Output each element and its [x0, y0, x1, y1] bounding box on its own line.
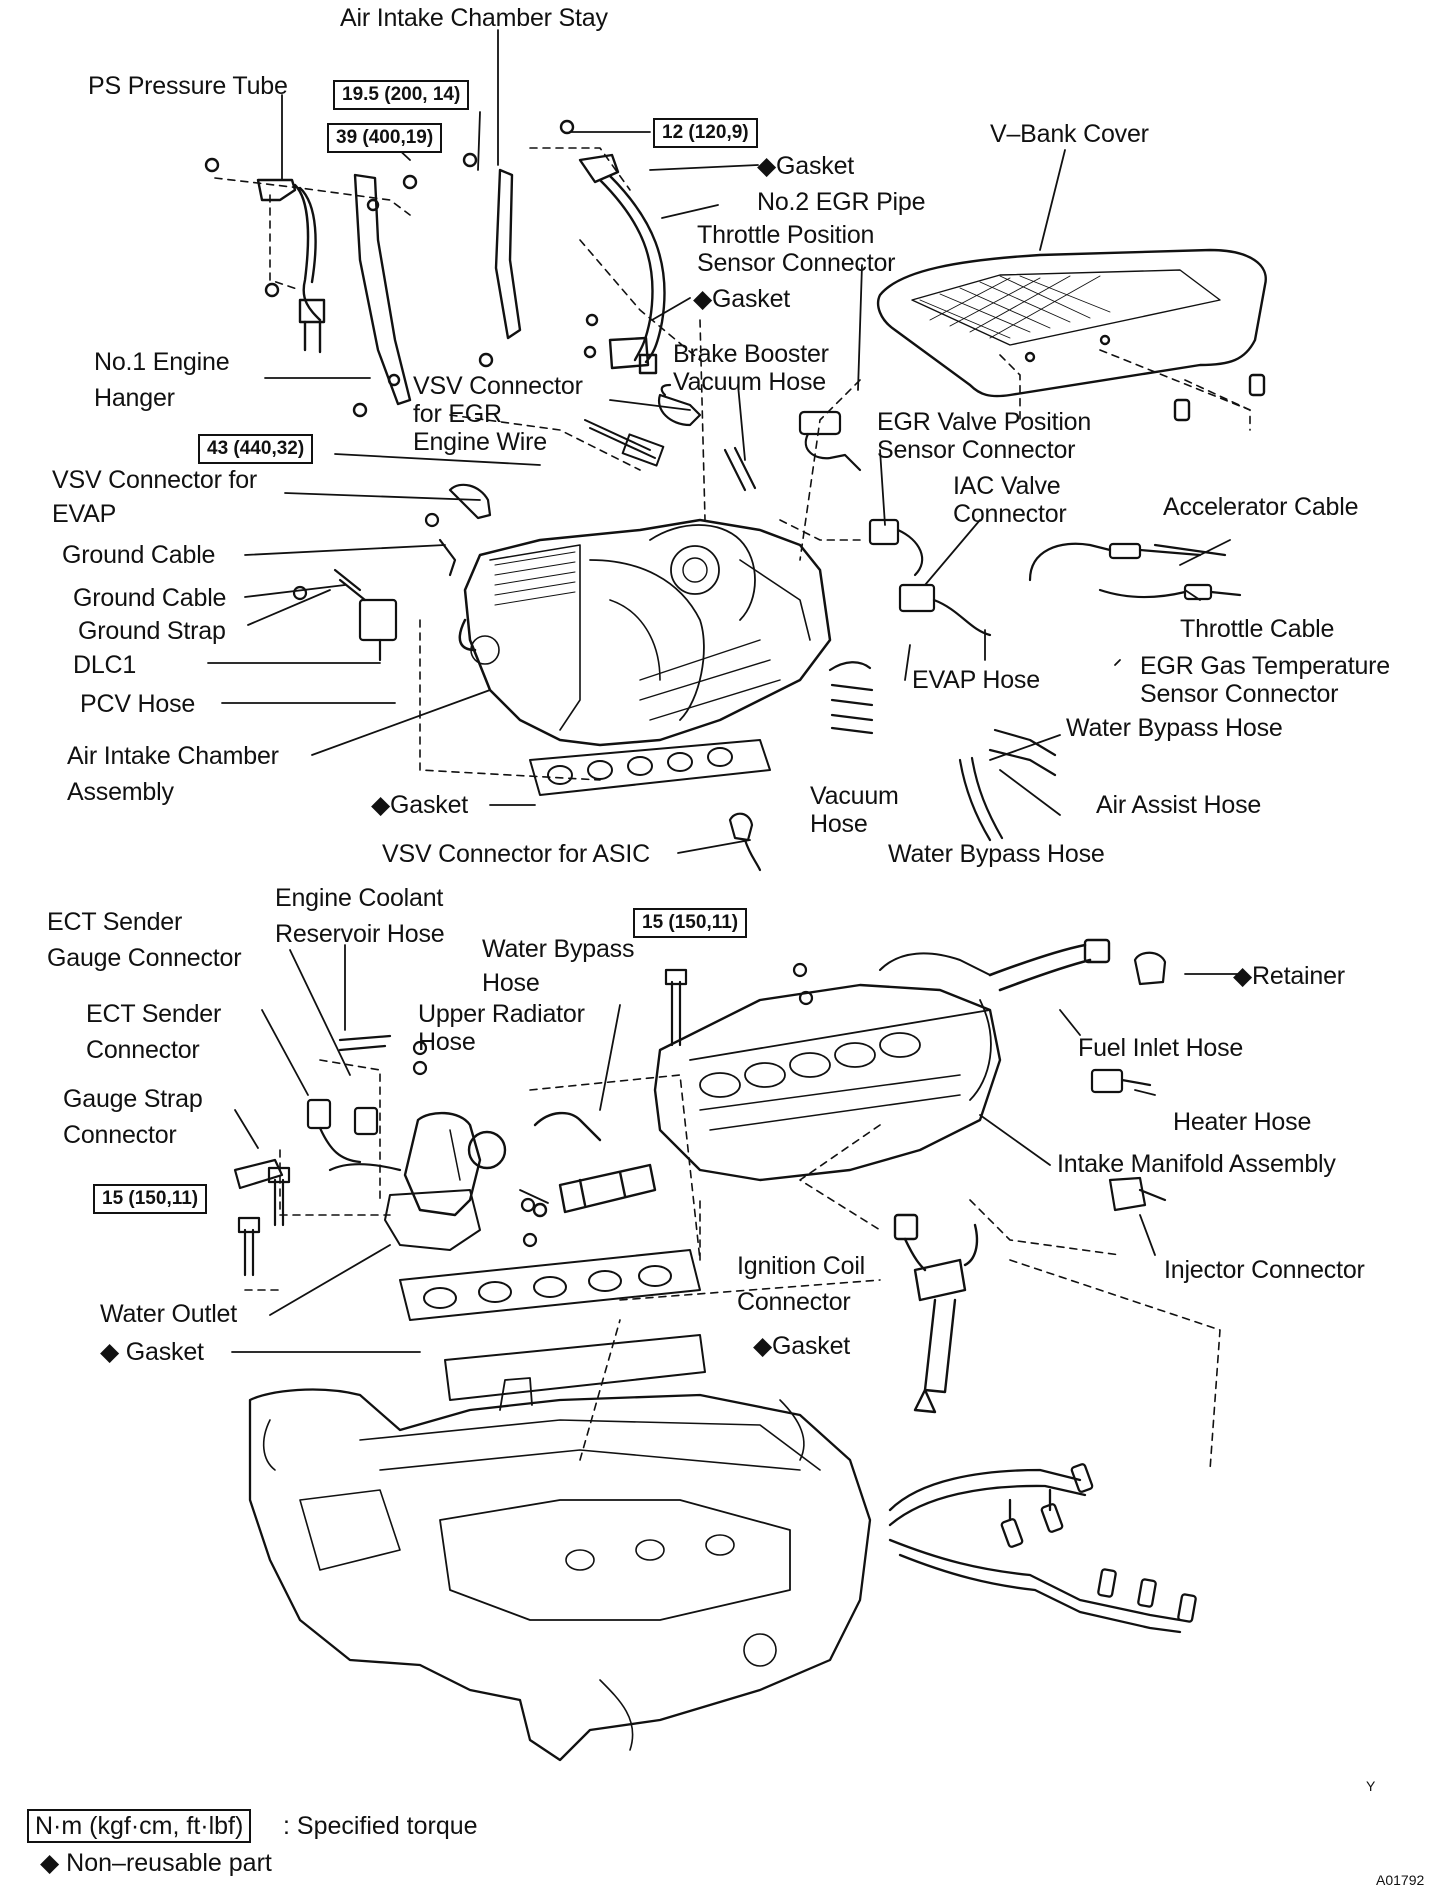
- torque-19-5: 19.5 (200, 14): [333, 80, 470, 110]
- label-heater-hose: Heater Hose: [1173, 1108, 1312, 1136]
- label-engine-coolant-reservoir-hose: Engine Coolant Reservoir Hose: [275, 884, 445, 948]
- bolts-middle: [237, 962, 814, 1277]
- ps-pressure-tube: [204, 157, 326, 354]
- vsv-connector-egr: [657, 383, 702, 427]
- egr-gas-temp-connector: [898, 583, 992, 637]
- egr-valve-position-connector: [798, 410, 862, 472]
- upper-radiator-hose: [532, 1111, 657, 1218]
- evap-hose-set: [828, 661, 874, 735]
- label-air-assist-hose: Air Assist Hose: [1096, 791, 1262, 819]
- label-vsv-connector-for-evap: VSV Connector for EVAP: [52, 466, 258, 528]
- label-ignition-coil-connector: Ignition Coil Connector: [737, 1252, 866, 1316]
- fuel-retainer: [1133, 951, 1167, 986]
- label-throttle-position-sensor-connector: Throttle Position Sensor Connector: [697, 221, 896, 277]
- leader-lines: [207, 29, 1241, 1353]
- torque-39: 39 (400,19): [327, 123, 443, 153]
- engine-wire: [584, 419, 665, 467]
- label-gasket-5: ◆Gasket: [753, 1332, 851, 1360]
- brake-booster-hose: [723, 446, 757, 492]
- label-ground-strap: Ground Strap: [78, 617, 226, 645]
- label-ect-sender-gauge-connector: ECT Sender Gauge Connector: [47, 908, 242, 972]
- v-bank-cover: [876, 248, 1267, 422]
- label-v-bank-cover: V–Bank Cover: [990, 120, 1149, 148]
- label-retainer: ◆Retainer: [1233, 962, 1345, 990]
- label-vsv-connector-for-asic: VSV Connector for ASIC: [382, 840, 650, 868]
- label-pcv-hose: PCV Hose: [80, 690, 196, 718]
- label-intake-manifold-assembly: Intake Manifold Assembly: [1057, 1150, 1336, 1178]
- no2-egr-pipe: [559, 119, 666, 375]
- torque-43: 43 (440,32): [198, 434, 314, 464]
- label-water-bypass-hose-2: Water Bypass Hose: [888, 840, 1105, 868]
- label-air-intake-chamber-assembly: Air Intake Chamber Assembly: [67, 742, 279, 806]
- vsv-asic-connector: [728, 812, 762, 872]
- label-upper-radiator-hose: Upper Radiator Hose: [418, 1000, 585, 1056]
- label-throttle-cable: Throttle Cable: [1180, 615, 1335, 643]
- label-dlc1: DLC1: [73, 651, 137, 679]
- engine-block: [248, 1377, 872, 1762]
- ect-connectors: [233, 1034, 402, 1190]
- water-outlet: [384, 1111, 507, 1251]
- iac-valve-connector: [868, 518, 924, 577]
- label-water-outlet: Water Outlet: [100, 1300, 237, 1328]
- label-ps-pressure-tube: PS Pressure Tube: [88, 72, 288, 100]
- label-egr-valve-position-sensor-connector: EGR Valve Position Sensor Connector: [877, 408, 1092, 464]
- injector-connector-part: [1108, 1176, 1167, 1212]
- label-injector-connector: Injector Connector: [1164, 1256, 1365, 1284]
- assembly-dashed-lines: [214, 147, 1251, 1471]
- water-bypass-hoses-right: [958, 728, 1057, 842]
- throttle-cable: [1098, 583, 1242, 601]
- label-water-bypass-hose-1: Water Bypass Hose: [1066, 714, 1283, 742]
- legend-torque-box: N·m (kgf·cm, ft·lbf): [27, 1809, 252, 1843]
- intake-manifold: [653, 938, 1111, 1182]
- label-accelerator-cable: Accelerator Cable: [1163, 493, 1359, 521]
- legend-nonreusable: ◆ Non–reusable part: [40, 1849, 272, 1877]
- no1-engine-hanger: [352, 173, 418, 418]
- label-gasket-2: ◆Gasket: [693, 285, 791, 313]
- label-fuel-inlet-hose: Fuel Inlet Hose: [1078, 1034, 1244, 1062]
- corner-y-mark: Y: [1366, 1778, 1376, 1794]
- label-vacuum-hose: Vacuum Hose: [810, 782, 899, 838]
- air-intake-chamber: [458, 518, 832, 747]
- label-air-intake-chamber-stay: Air Intake Chamber Stay: [340, 4, 608, 32]
- label-ect-sender-connector: ECT Sender Connector: [86, 1000, 222, 1064]
- spark-plug-wire-set: [888, 1463, 1197, 1634]
- label-gasket-1: ◆Gasket: [757, 152, 855, 180]
- ignition-coil: [893, 1213, 979, 1414]
- torque-12: 12 (120,9): [653, 118, 758, 148]
- label-engine-wire: Engine Wire: [413, 428, 547, 456]
- label-gasket-3: ◆Gasket: [371, 791, 469, 819]
- label-gauge-strap-connector: Gauge Strap Connector: [63, 1085, 203, 1149]
- torque-15-b: 15 (150,11): [93, 1184, 208, 1214]
- air-intake-chamber-stay: [462, 152, 522, 368]
- water-outlet-gasket: [399, 1249, 706, 1401]
- label-no2-egr-pipe: No.2 EGR Pipe: [757, 188, 926, 216]
- label-ground-cable-1: Ground Cable: [62, 541, 216, 569]
- corner-figure-code: A01792: [1376, 1872, 1425, 1888]
- accelerator-cable: [1028, 542, 1227, 582]
- label-brake-booster-vacuum-hose: Brake Booster Vacuum Hose: [673, 340, 829, 396]
- intake-chamber-gasket: [529, 739, 771, 796]
- label-vsv-connector-for-egr: VSV Connector for EGR: [413, 372, 583, 428]
- label-egr-gas-temperature-sensor-connector: EGR Gas Temperature Sensor Connector: [1140, 652, 1391, 708]
- left-small-parts: [292, 483, 492, 662]
- label-ground-cable-2: Ground Cable: [73, 584, 227, 612]
- label-gasket-4: ◆ Gasket: [100, 1338, 204, 1366]
- legend-torque-text: : Specified torque: [283, 1812, 478, 1840]
- label-water-bypass-hose-3: Water Bypass Hose: [482, 935, 635, 997]
- label-no1-engine-hanger: No.1 Engine Hanger: [94, 348, 230, 412]
- torque-15-a: 15 (150,11): [633, 908, 748, 938]
- heater-hose-connector: [1090, 1068, 1152, 1094]
- label-iac-valve-connector: IAC Valve Connector: [953, 472, 1067, 528]
- label-evap-hose: EVAP Hose: [912, 666, 1040, 694]
